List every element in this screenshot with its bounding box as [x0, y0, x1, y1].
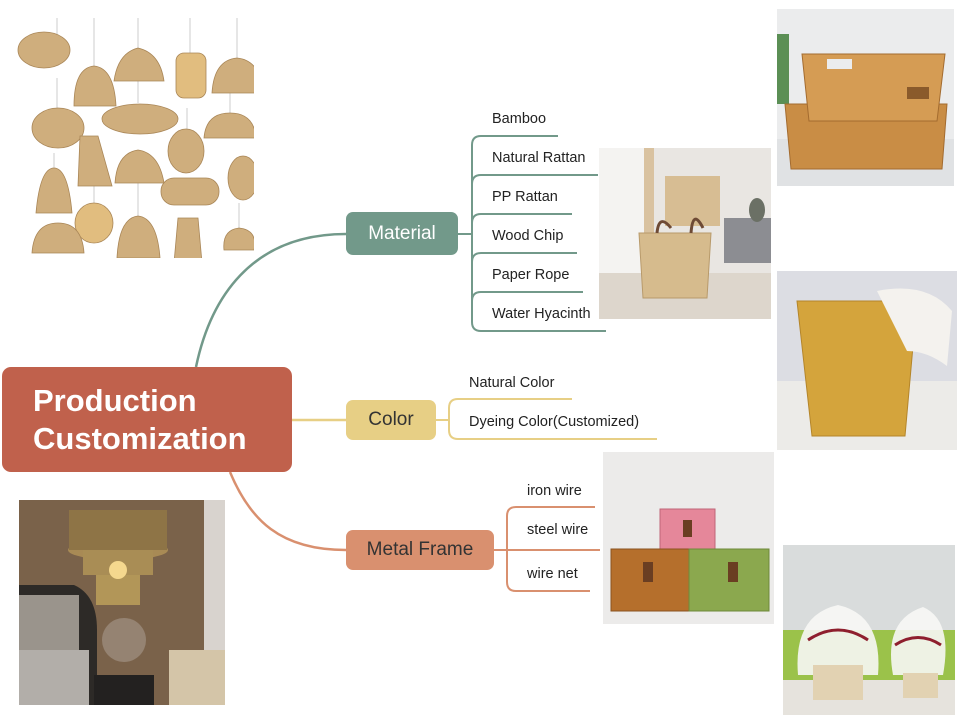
lamp-shape: [31, 107, 85, 149]
branch-node-color[interactable]: Color: [346, 400, 436, 440]
leaf-natural-color[interactable]: Natural Color: [469, 375, 555, 391]
lamp-shape: [211, 57, 254, 94]
lamp-shape: [167, 128, 205, 174]
leaf-bamboo[interactable]: Bamboo: [492, 111, 547, 127]
root-node[interactable]: Production Customization: [2, 367, 292, 472]
lamp-shape: [17, 31, 71, 69]
lamp-shape: [31, 222, 85, 254]
wood-chip-baskets-photo: [599, 148, 771, 319]
lamp-shape: [116, 215, 161, 258]
bamboo-pendant-lamps-photo: [14, 18, 254, 258]
leaf-wood-chip[interactable]: Wood Chip: [492, 228, 564, 244]
picnic-baskets-photo: [603, 452, 774, 624]
root-title-line1: Production: [33, 383, 197, 418]
lamp-shape: [73, 65, 117, 107]
pp-rattan-trays-photo: [777, 9, 954, 186]
branch-label: Metal Frame: [366, 539, 474, 560]
leaf-iron-wire[interactable]: iron wire: [527, 483, 582, 499]
paper-rope-hamper-photo: [777, 271, 957, 450]
leaf-paper-rope[interactable]: Paper Rope: [492, 267, 570, 283]
leaf-dyeing-color[interactable]: Dyeing Color(Customized): [469, 414, 640, 430]
leaf-pp-rattan[interactable]: PP Rattan: [492, 189, 558, 205]
branch-node-material[interactable]: Material: [346, 212, 458, 255]
branch-label: Color: [368, 409, 414, 430]
lamp-shape: [77, 135, 113, 187]
tiered-pendant-lamp-photo: [19, 500, 225, 705]
leaf-natural-rattan[interactable]: Natural Rattan: [492, 150, 586, 166]
leaf-wire-net[interactable]: wire net: [527, 566, 578, 582]
lamp-shape: [227, 155, 254, 201]
lamp-shape: [114, 149, 165, 184]
lamp-shape: [203, 112, 254, 139]
leaf-water-hyacinth[interactable]: Water Hyacinth: [492, 306, 591, 322]
connector-root-metal: [228, 471, 347, 552]
lamp-shape: [160, 177, 220, 206]
lamp-shape: [101, 103, 179, 135]
gift-baskets-photo: [783, 545, 955, 715]
lamp-shape: [175, 52, 207, 99]
branch-label: Material: [368, 222, 436, 244]
lamp-shape: [113, 47, 165, 82]
lamp-shape: [35, 167, 73, 214]
branch-node-metal-frame[interactable]: Metal Frame: [346, 530, 494, 570]
root-title-line2: Customization: [33, 421, 247, 456]
lamp-shape: [223, 227, 254, 251]
leaf-steel-wire[interactable]: steel wire: [527, 522, 589, 538]
lamp-shape: [174, 217, 202, 258]
lamp-shape: [74, 202, 114, 244]
